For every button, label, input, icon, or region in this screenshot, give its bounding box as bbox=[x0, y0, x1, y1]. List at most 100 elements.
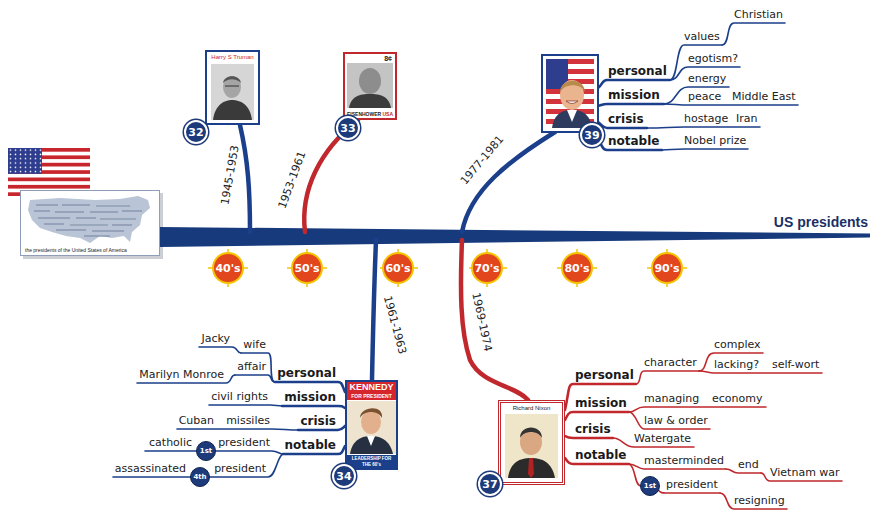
carter-portrait bbox=[542, 55, 598, 132]
branch-word: energy bbox=[688, 72, 726, 85]
map-illustration-part-part bbox=[44, 223, 64, 224]
ordinal-label: 1st bbox=[644, 483, 656, 490]
ordinal-label: 1st bbox=[200, 448, 212, 455]
portrait-frame: Richard Nixon bbox=[498, 400, 565, 485]
us-flag-part bbox=[8, 148, 42, 174]
decade-label: 70's bbox=[474, 263, 499, 274]
us-flag-part bbox=[8, 178, 90, 182]
nixon-portrait bbox=[498, 400, 565, 485]
map-box: the presidents of the United States of A… bbox=[20, 190, 160, 256]
decade-label: 40's bbox=[215, 263, 240, 274]
branch-word: egotism? bbox=[688, 52, 738, 65]
branch-word: Cuban bbox=[179, 414, 214, 427]
carter-portrait-part bbox=[560, 81, 585, 92]
branch-word: law & order bbox=[644, 414, 708, 427]
map-illustration bbox=[20, 190, 163, 259]
branch-word: Iran bbox=[736, 112, 757, 125]
branch-word: managing bbox=[644, 392, 699, 405]
branch-word: character bbox=[644, 356, 697, 369]
branch-category: personal bbox=[608, 64, 667, 78]
carter-branches-part bbox=[664, 87, 729, 104]
map-illustration-part-part bbox=[36, 204, 58, 205]
nixon-branches-part bbox=[629, 407, 766, 412]
president-branches-part bbox=[461, 240, 528, 400]
kennedy-poster-part bbox=[347, 401, 396, 454]
branch-category: notable bbox=[608, 134, 659, 148]
portrait-caption: Richard Nixon bbox=[501, 405, 562, 412]
branch-category: personal bbox=[277, 366, 336, 380]
poster-slogan: LEADERSHIP FOR THE 60's bbox=[347, 455, 396, 468]
nixon-branches-part bbox=[699, 371, 822, 373]
branch-word: Jacky bbox=[201, 332, 230, 345]
map-illustration-part-part bbox=[38, 217, 70, 218]
carter-branches bbox=[596, 23, 798, 150]
decade-label: 90's bbox=[654, 263, 679, 274]
branch-category: notable bbox=[575, 448, 626, 462]
branch-word: Marilyn Monroe bbox=[139, 368, 224, 381]
portrait-frame: Harry S Truman bbox=[205, 50, 260, 125]
truman-portrait-part bbox=[211, 64, 254, 120]
callout-number: 34 bbox=[336, 471, 351, 482]
carter-branches-part bbox=[664, 104, 798, 105]
kennedy-branches bbox=[113, 347, 345, 477]
nixon-portrait-part bbox=[505, 414, 558, 478]
carter-branches-part bbox=[722, 23, 785, 45]
callout-number: 39 bbox=[584, 130, 599, 141]
branch-word: Watergate bbox=[634, 432, 691, 445]
number-badge: 32 bbox=[184, 120, 208, 144]
ordinal-badge: 1st bbox=[196, 441, 216, 461]
carter-branches-part bbox=[662, 149, 748, 150]
eisenhower-stamp-part bbox=[343, 52, 397, 120]
branch-word: lacking? bbox=[714, 358, 759, 371]
portrait-caption: Harry S Truman bbox=[208, 54, 257, 61]
decade-label: 60's bbox=[385, 263, 410, 274]
map-illustration-part-part bbox=[34, 210, 50, 211]
decade-marker: 70's bbox=[471, 252, 503, 284]
map-illustration-part-part bbox=[112, 224, 132, 225]
stamp-country: USA bbox=[382, 111, 393, 117]
eisenhower-stamp-part bbox=[349, 94, 391, 108]
map-illustration-part bbox=[28, 196, 150, 243]
map-illustration-part-part bbox=[90, 211, 118, 212]
branch-word: economy bbox=[712, 392, 762, 405]
carter-branches-part bbox=[598, 104, 664, 106]
carter-portrait-part bbox=[560, 80, 584, 110]
branch-word: values bbox=[684, 30, 720, 43]
kennedy-poster-part bbox=[350, 436, 393, 454]
nixon-branches-part bbox=[636, 371, 699, 384]
branch-category: mission bbox=[284, 390, 336, 404]
branch-word: peace bbox=[688, 90, 721, 103]
nixon-branches-part bbox=[565, 412, 629, 420]
term-dates: 1961-1963 bbox=[381, 294, 409, 355]
poster-subline: FOR PRESIDENT bbox=[347, 393, 396, 400]
map-illustration-part-part bbox=[96, 205, 130, 206]
carter-portrait-part bbox=[567, 110, 577, 122]
kennedy-branches-part bbox=[282, 406, 345, 408]
branch-word: hostage bbox=[684, 112, 728, 125]
poster-headline: KENNEDY bbox=[347, 382, 396, 393]
eisenhower-stamp bbox=[343, 52, 397, 120]
branch-word: civil rights bbox=[211, 390, 268, 403]
number-badge: 39 bbox=[580, 123, 604, 147]
number-badge: 37 bbox=[478, 472, 502, 496]
decade-marker: 90's bbox=[651, 252, 683, 284]
truman-portrait-part bbox=[223, 76, 241, 98]
president-branches-part bbox=[462, 132, 555, 232]
ordinal-label: 4th bbox=[193, 474, 206, 481]
map-illustration-part bbox=[20, 190, 160, 256]
decade-marker: 40's bbox=[212, 252, 244, 284]
eisenhower-stamp-part bbox=[347, 63, 393, 108]
ordinal-badge: 4th bbox=[190, 467, 210, 487]
kennedy-branches-part bbox=[177, 429, 298, 430]
eisenhower-stamp-part bbox=[359, 68, 381, 94]
kennedy-poster-part bbox=[360, 408, 382, 418]
nixon-branches-part bbox=[565, 436, 613, 438]
us-flag bbox=[8, 148, 90, 196]
kennedy-branches-part bbox=[235, 375, 275, 382]
ordinal-badge: 1st bbox=[640, 476, 660, 496]
carter-branches-part bbox=[647, 127, 760, 128]
truman-portrait-part bbox=[225, 86, 239, 87]
us-flag-part bbox=[8, 148, 90, 196]
map-illustration-part-part bbox=[100, 218, 136, 219]
